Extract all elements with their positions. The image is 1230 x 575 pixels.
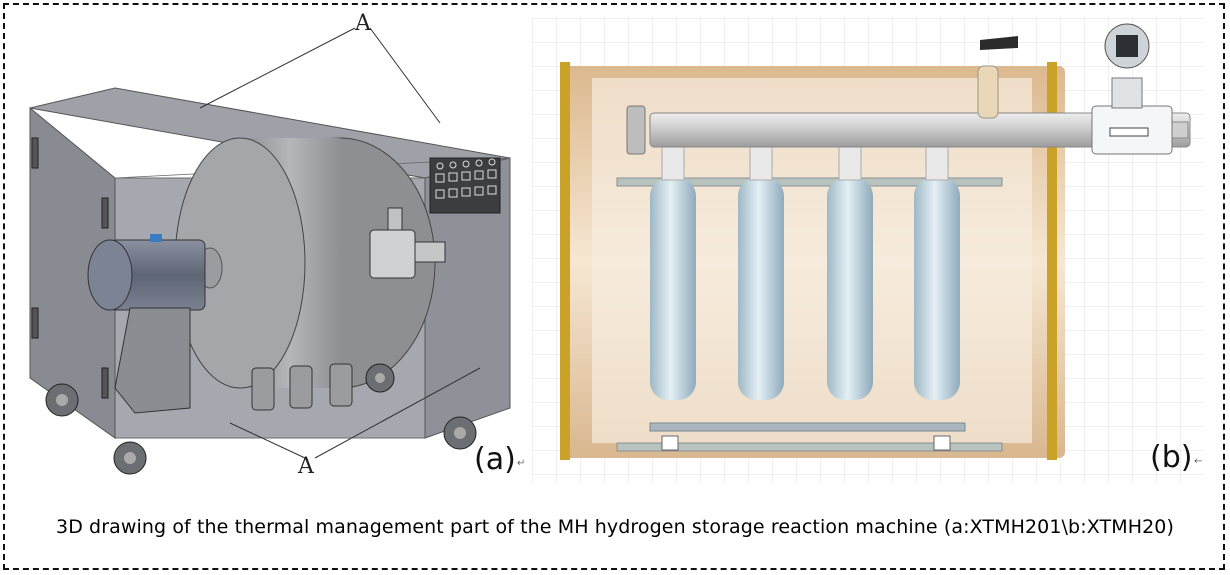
callout-a-top: A — [354, 11, 372, 36]
panel-a-drawing: A A — [20, 8, 530, 483]
shaft-fitting — [369, 229, 416, 279]
callout-a-bottom: A — [297, 454, 315, 479]
vessel-section-drawing — [532, 18, 1204, 483]
manifold-pipe — [649, 112, 1191, 148]
caster-wheels — [45, 363, 477, 475]
relief-valve — [977, 65, 999, 119]
panel-a-return-mark: ↵ — [517, 458, 526, 469]
motor-endcap — [87, 239, 133, 311]
figure-caption: 3D drawing of the thermal management par… — [56, 516, 1174, 538]
motor-stand — [114, 307, 191, 414]
support-plate-top — [616, 177, 1003, 187]
panel-a-label: (a) — [474, 442, 516, 477]
motor-terminal — [150, 234, 162, 242]
panel-b-label: (b) — [1150, 440, 1193, 475]
panel-b-return-mark: ← — [1194, 456, 1203, 467]
panel-b-drawing — [532, 18, 1204, 483]
hydrogen-tanks — [650, 145, 960, 400]
valve-handle — [980, 36, 1018, 50]
vessel-flange-left — [560, 62, 570, 460]
figure-frame — [3, 3, 1225, 570]
base-plate — [649, 422, 966, 432]
callout-leaders — [199, 27, 481, 459]
vessel-flange-right — [1047, 62, 1057, 460]
pipe-end-cap — [626, 105, 646, 155]
machine-3d-drawing: A A — [29, 11, 511, 479]
